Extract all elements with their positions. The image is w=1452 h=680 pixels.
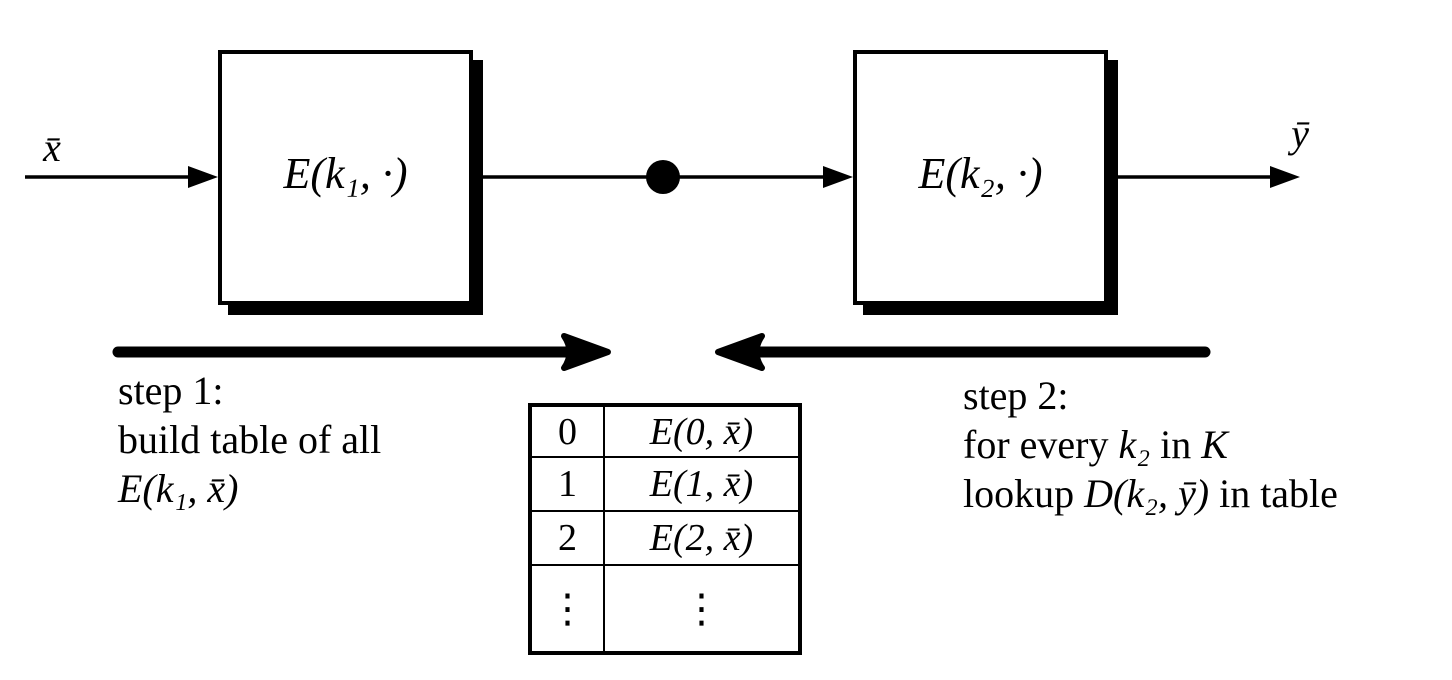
step2-line2-prefix: for every	[963, 422, 1119, 467]
table-key-2: 2	[532, 512, 605, 566]
input-arrowhead-icon	[188, 166, 218, 188]
table-value-2: E(2, x̄)	[605, 512, 798, 566]
table-value-1: E(1, x̄)	[605, 458, 798, 512]
connector-arrowhead-icon	[823, 166, 853, 188]
step1-line2: build table of all	[118, 417, 382, 462]
step2-script-k: K	[1201, 422, 1228, 467]
step2-line2-mid: in	[1150, 422, 1202, 467]
output-arrowhead-icon	[1270, 166, 1300, 188]
step2-line3: lookup D(k₂, ȳ) in table	[963, 469, 1338, 518]
table-value-dots: ⋮	[681, 585, 722, 632]
table-key-dots: ⋮	[532, 566, 605, 651]
step2-line3-suffix: in table	[1209, 471, 1338, 516]
input-label: x̄	[43, 125, 61, 170]
junction-dot-icon	[646, 160, 680, 194]
step1-arrowhead-icon	[561, 333, 611, 371]
encryption-box-1: E(k₁, ·)	[218, 50, 473, 305]
lookup-table: 0 E(0, x̄) 1 E(1, x̄) 2 E(2, x̄) ⋮ ⋮	[528, 403, 802, 655]
step2-caption: step 2: for every k₂ in K lookup D(k₂, ȳ…	[963, 371, 1338, 518]
step1-caption: step 1: build table of all E(k₁, x̄)	[118, 366, 381, 513]
step2-line2-math: k₂	[1118, 422, 1151, 467]
step2-arrowhead-icon	[715, 333, 765, 371]
output-label: ȳ	[1291, 111, 1309, 156]
table-key-1: 1	[532, 458, 605, 512]
step2-line1: step 2:	[963, 373, 1069, 418]
encryption-box-2-label: E(k₂, ·)	[918, 149, 1043, 198]
table-value-0: E(0, x̄)	[605, 407, 798, 458]
table-key-0: 0	[532, 407, 605, 458]
encryption-box-2: E(k₂, ·)	[853, 50, 1108, 305]
step2-line3-prefix: lookup	[963, 471, 1085, 516]
step2-line3-math: D(k₂, ȳ)	[1084, 471, 1210, 516]
step1-line1: step 1:	[118, 368, 224, 413]
encryption-box-1-label: E(k₁, ·)	[283, 149, 408, 198]
step2-line2: for every k₂ in K	[963, 420, 1338, 469]
step1-line3: E(k₁, x̄)	[118, 466, 239, 511]
